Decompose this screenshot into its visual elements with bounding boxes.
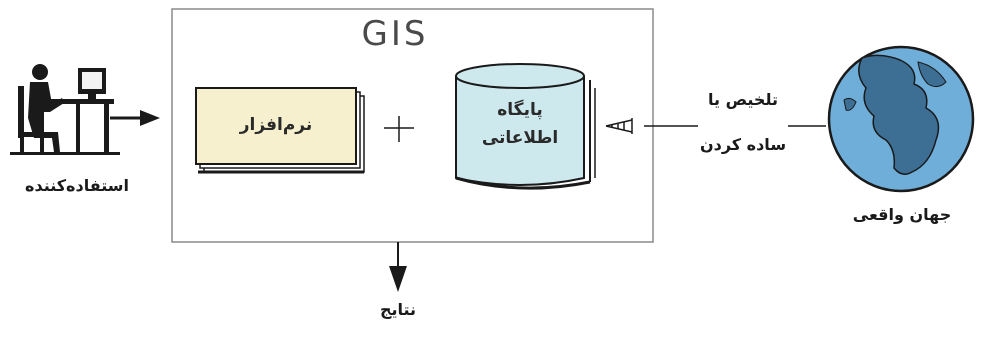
simplify-label-line1: تلخیص یا (707, 90, 778, 109)
software-label: نرم‌افزار (239, 115, 313, 135)
globe-icon (827, 45, 975, 193)
database-cylinder (455, 63, 596, 190)
real-world-label: جهان واقعی (852, 205, 952, 224)
user-to-software-arrow (110, 110, 160, 126)
results-arrow (389, 242, 407, 292)
filter-icon (605, 118, 633, 134)
results-label: نتایج (379, 300, 417, 319)
user-label: استفاده‌کننده (25, 176, 129, 195)
user-computer-icon (10, 64, 120, 155)
software-box (195, 87, 365, 174)
simplify-label-line2: ساده کردن (699, 135, 787, 154)
database-label-line2: اطلاعاتی (481, 128, 559, 148)
database-label-line1: پایگاه (497, 100, 543, 120)
gis-title: GIS (361, 14, 429, 54)
software-database-connector (384, 116, 414, 142)
